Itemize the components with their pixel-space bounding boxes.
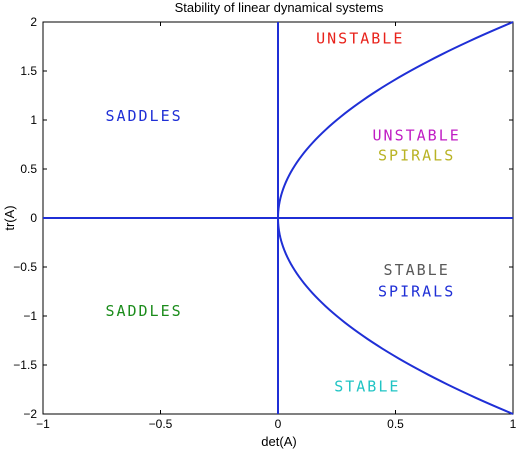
y-tick-label: 1.5 [20,64,37,78]
chart-title: Stability of linear dynamical systems [175,0,384,15]
region-annotations: UNSTABLESADDLESUNSTABLESPIRALSSTABLESPIR… [105,30,461,396]
y-tick-labels: −2 −1.5 −1 −0.5 0 0.5 1 1.5 2 [13,15,37,421]
region-label-spirals: SPIRALS [378,146,455,164]
y-tick-label: −1.5 [13,358,37,372]
x-tick-label: 0 [275,417,282,431]
region-label-stable: STABLE [334,378,400,396]
series-lines [43,21,514,415]
y-tick-label: 1 [30,113,37,127]
y-tick-label: 0.5 [20,162,37,176]
x-axis-title: det(A) [261,434,296,449]
region-label-stable: STABLE [384,261,450,279]
y-tick-label: 2 [30,15,37,29]
y-tick-label: 0 [30,211,37,225]
series-line-parabola [276,21,514,415]
x-tick-label: −1 [36,417,50,431]
y-tick-label: −1 [23,309,37,323]
region-label-unstable: UNSTABLE [316,30,404,48]
y-tick-label: −0.5 [13,260,37,274]
y-tick-label: −2 [23,407,37,421]
region-label-unstable: UNSTABLE [373,127,461,145]
region-label-saddles: SADDLES [105,302,182,320]
x-tick-label: −0.5 [149,417,173,431]
x-tick-label: 1 [510,417,517,431]
y-axis-title: tr(A) [2,205,17,230]
region-label-spirals: SPIRALS [378,283,455,301]
region-label-saddles: SADDLES [105,107,182,125]
x-tick-label: 0.5 [387,417,404,431]
x-tick-labels: −1 −0.5 0 0.5 1 [36,417,517,431]
